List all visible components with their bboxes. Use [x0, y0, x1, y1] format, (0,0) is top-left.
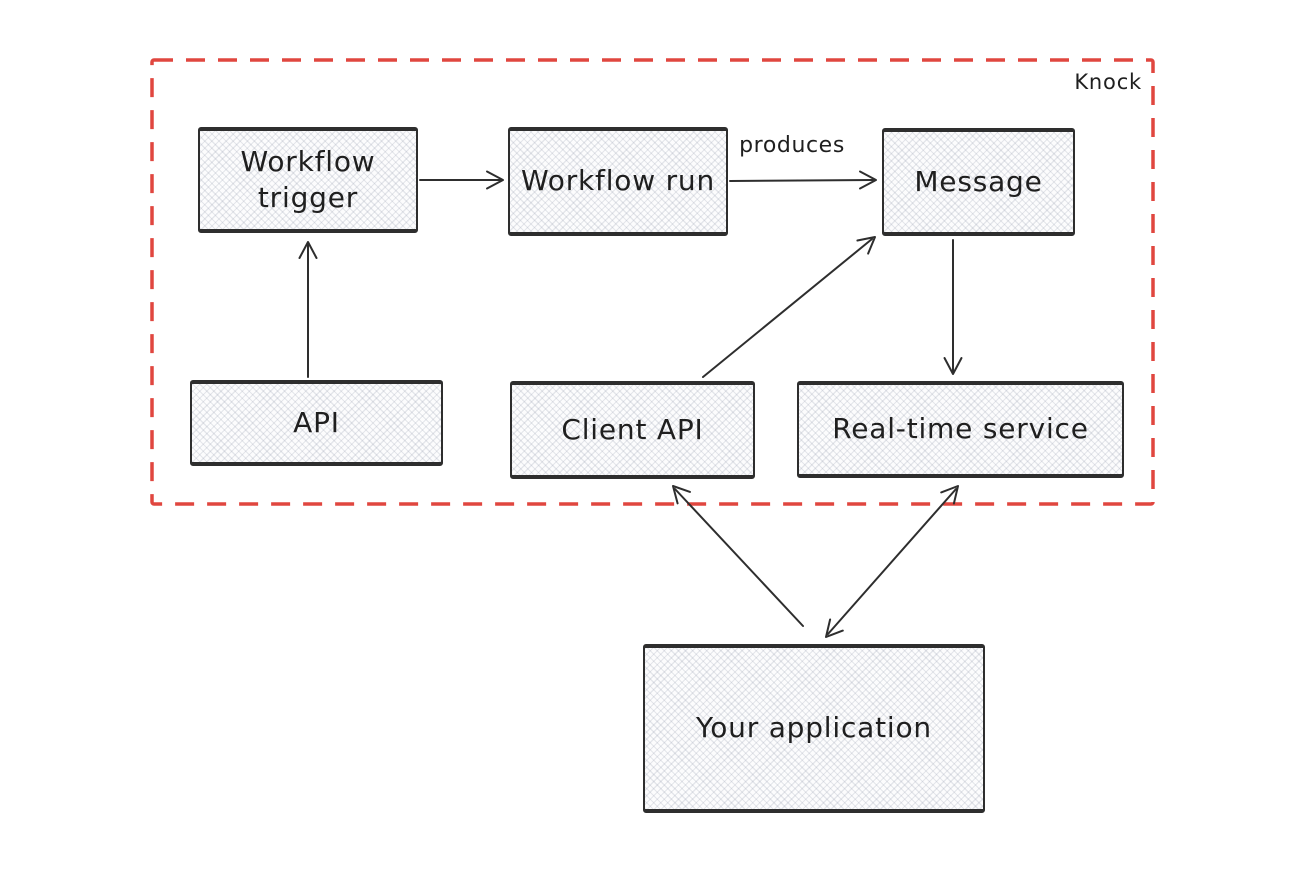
arrow-workflow-run-to-message [729, 170, 877, 190]
node-client-api: Client API [510, 381, 755, 479]
node-workflow-run-label: Workflow run [520, 164, 716, 198]
arrow-your-application-realtime-service-bidirectional [825, 485, 959, 638]
arrow-client-api-to-message [702, 236, 876, 378]
node-your-application-label: Your application [696, 711, 932, 745]
node-client-api-label: Client API [561, 412, 704, 446]
node-workflow-trigger-label: Workflow trigger [240, 144, 376, 214]
edge-label-produces: produces [739, 133, 845, 158]
node-message-label: Message [914, 164, 1043, 198]
node-your-application: Your application [643, 644, 985, 813]
node-workflow-trigger: Workflow trigger [198, 127, 418, 233]
arrow-api-to-workflow-trigger [298, 241, 318, 378]
knock-boundary-rect [150, 58, 1155, 506]
node-message: Message [882, 128, 1075, 236]
node-workflow-run: Workflow run [508, 127, 728, 236]
knock-boundary-label: Knock [1074, 70, 1142, 94]
arrow-workflow-trigger-to-workflow-run [419, 170, 504, 190]
arrow-message-to-realtime-service [943, 239, 963, 375]
arrow-your-application-to-client-api [672, 485, 804, 627]
node-realtime-service: Real-time service [797, 381, 1124, 478]
node-realtime-service-label: Real-time service [832, 412, 1089, 446]
node-api-label: API [293, 405, 340, 439]
node-api: API [190, 380, 443, 466]
